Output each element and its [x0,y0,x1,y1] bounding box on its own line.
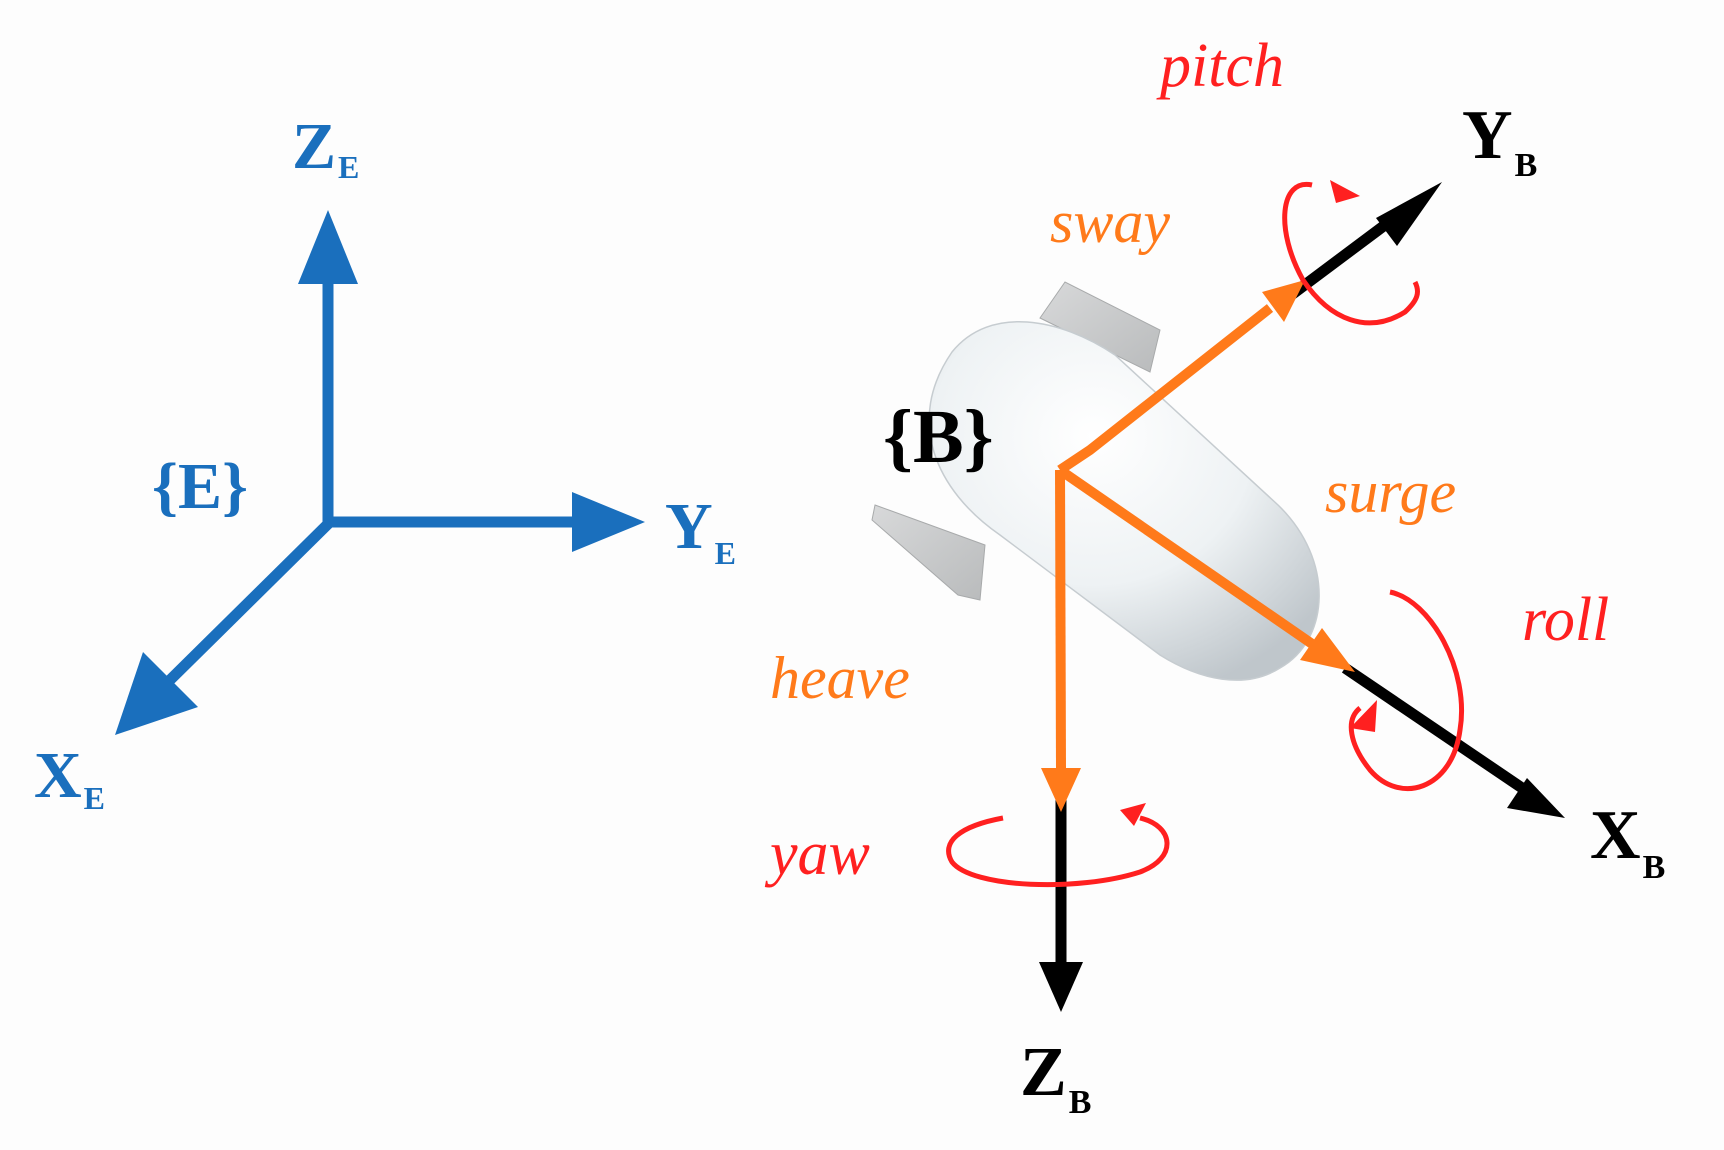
earth-z-axis-label: ZE [292,110,359,185]
earth-z-subscript: E [338,149,359,185]
earth-frame-label: {E} [152,450,248,523]
body-y-axis [1286,182,1442,301]
body-frame: YB XB ZB {B} sway surge heave pitch roll… [764,32,1665,1121]
body-x-subscript: B [1643,849,1666,886]
vehicle-illustration [871,281,1320,681]
roll-label: roll [1522,586,1609,654]
vehicle-hull [928,320,1320,681]
earth-z-axis [298,210,358,522]
earth-y-subscript: E [715,535,736,571]
earth-x-axis-label: XE [34,739,105,816]
pitch-label: pitch [1156,32,1284,100]
earth-x-axis [115,518,334,735]
body-x-axis [1341,663,1565,818]
body-y-subscript: B [1515,147,1538,184]
body-y-axis-label: YB [1462,97,1537,184]
body-x-axis-label: XB [1590,797,1665,886]
earth-y-letter: Y [665,490,713,563]
earth-x-subscript: E [84,780,105,816]
sway-arrow [1057,280,1305,475]
body-z-axis-label: ZB [1020,1034,1091,1121]
earth-z-letter: Z [292,110,336,183]
heave-label: heave [770,645,910,711]
earth-frame: ZE YE XE {E} [34,110,736,816]
heave-arrow [1041,469,1081,812]
body-y-letter: Y [1462,97,1513,174]
roll-rotation-arrow [1348,589,1464,791]
yaw-rotation-arrow [946,803,1170,888]
pitch-rotation-arrow [1282,180,1420,326]
earth-y-axis [328,492,645,552]
earth-y-axis-label: YE [665,490,736,571]
yaw-label: yaw [764,820,870,888]
earth-x-letter: X [34,739,82,812]
body-frame-label: {B} [883,395,994,479]
surge-label: surge [1325,459,1456,525]
surge-arrow [1057,465,1355,672]
body-z-axis [1039,800,1083,1012]
vehicle-bottom-fin [871,504,986,601]
body-z-subscript: B [1069,1084,1092,1121]
sway-label: sway [1050,189,1170,255]
body-x-letter: X [1590,797,1641,874]
body-z-letter: Z [1020,1034,1067,1111]
